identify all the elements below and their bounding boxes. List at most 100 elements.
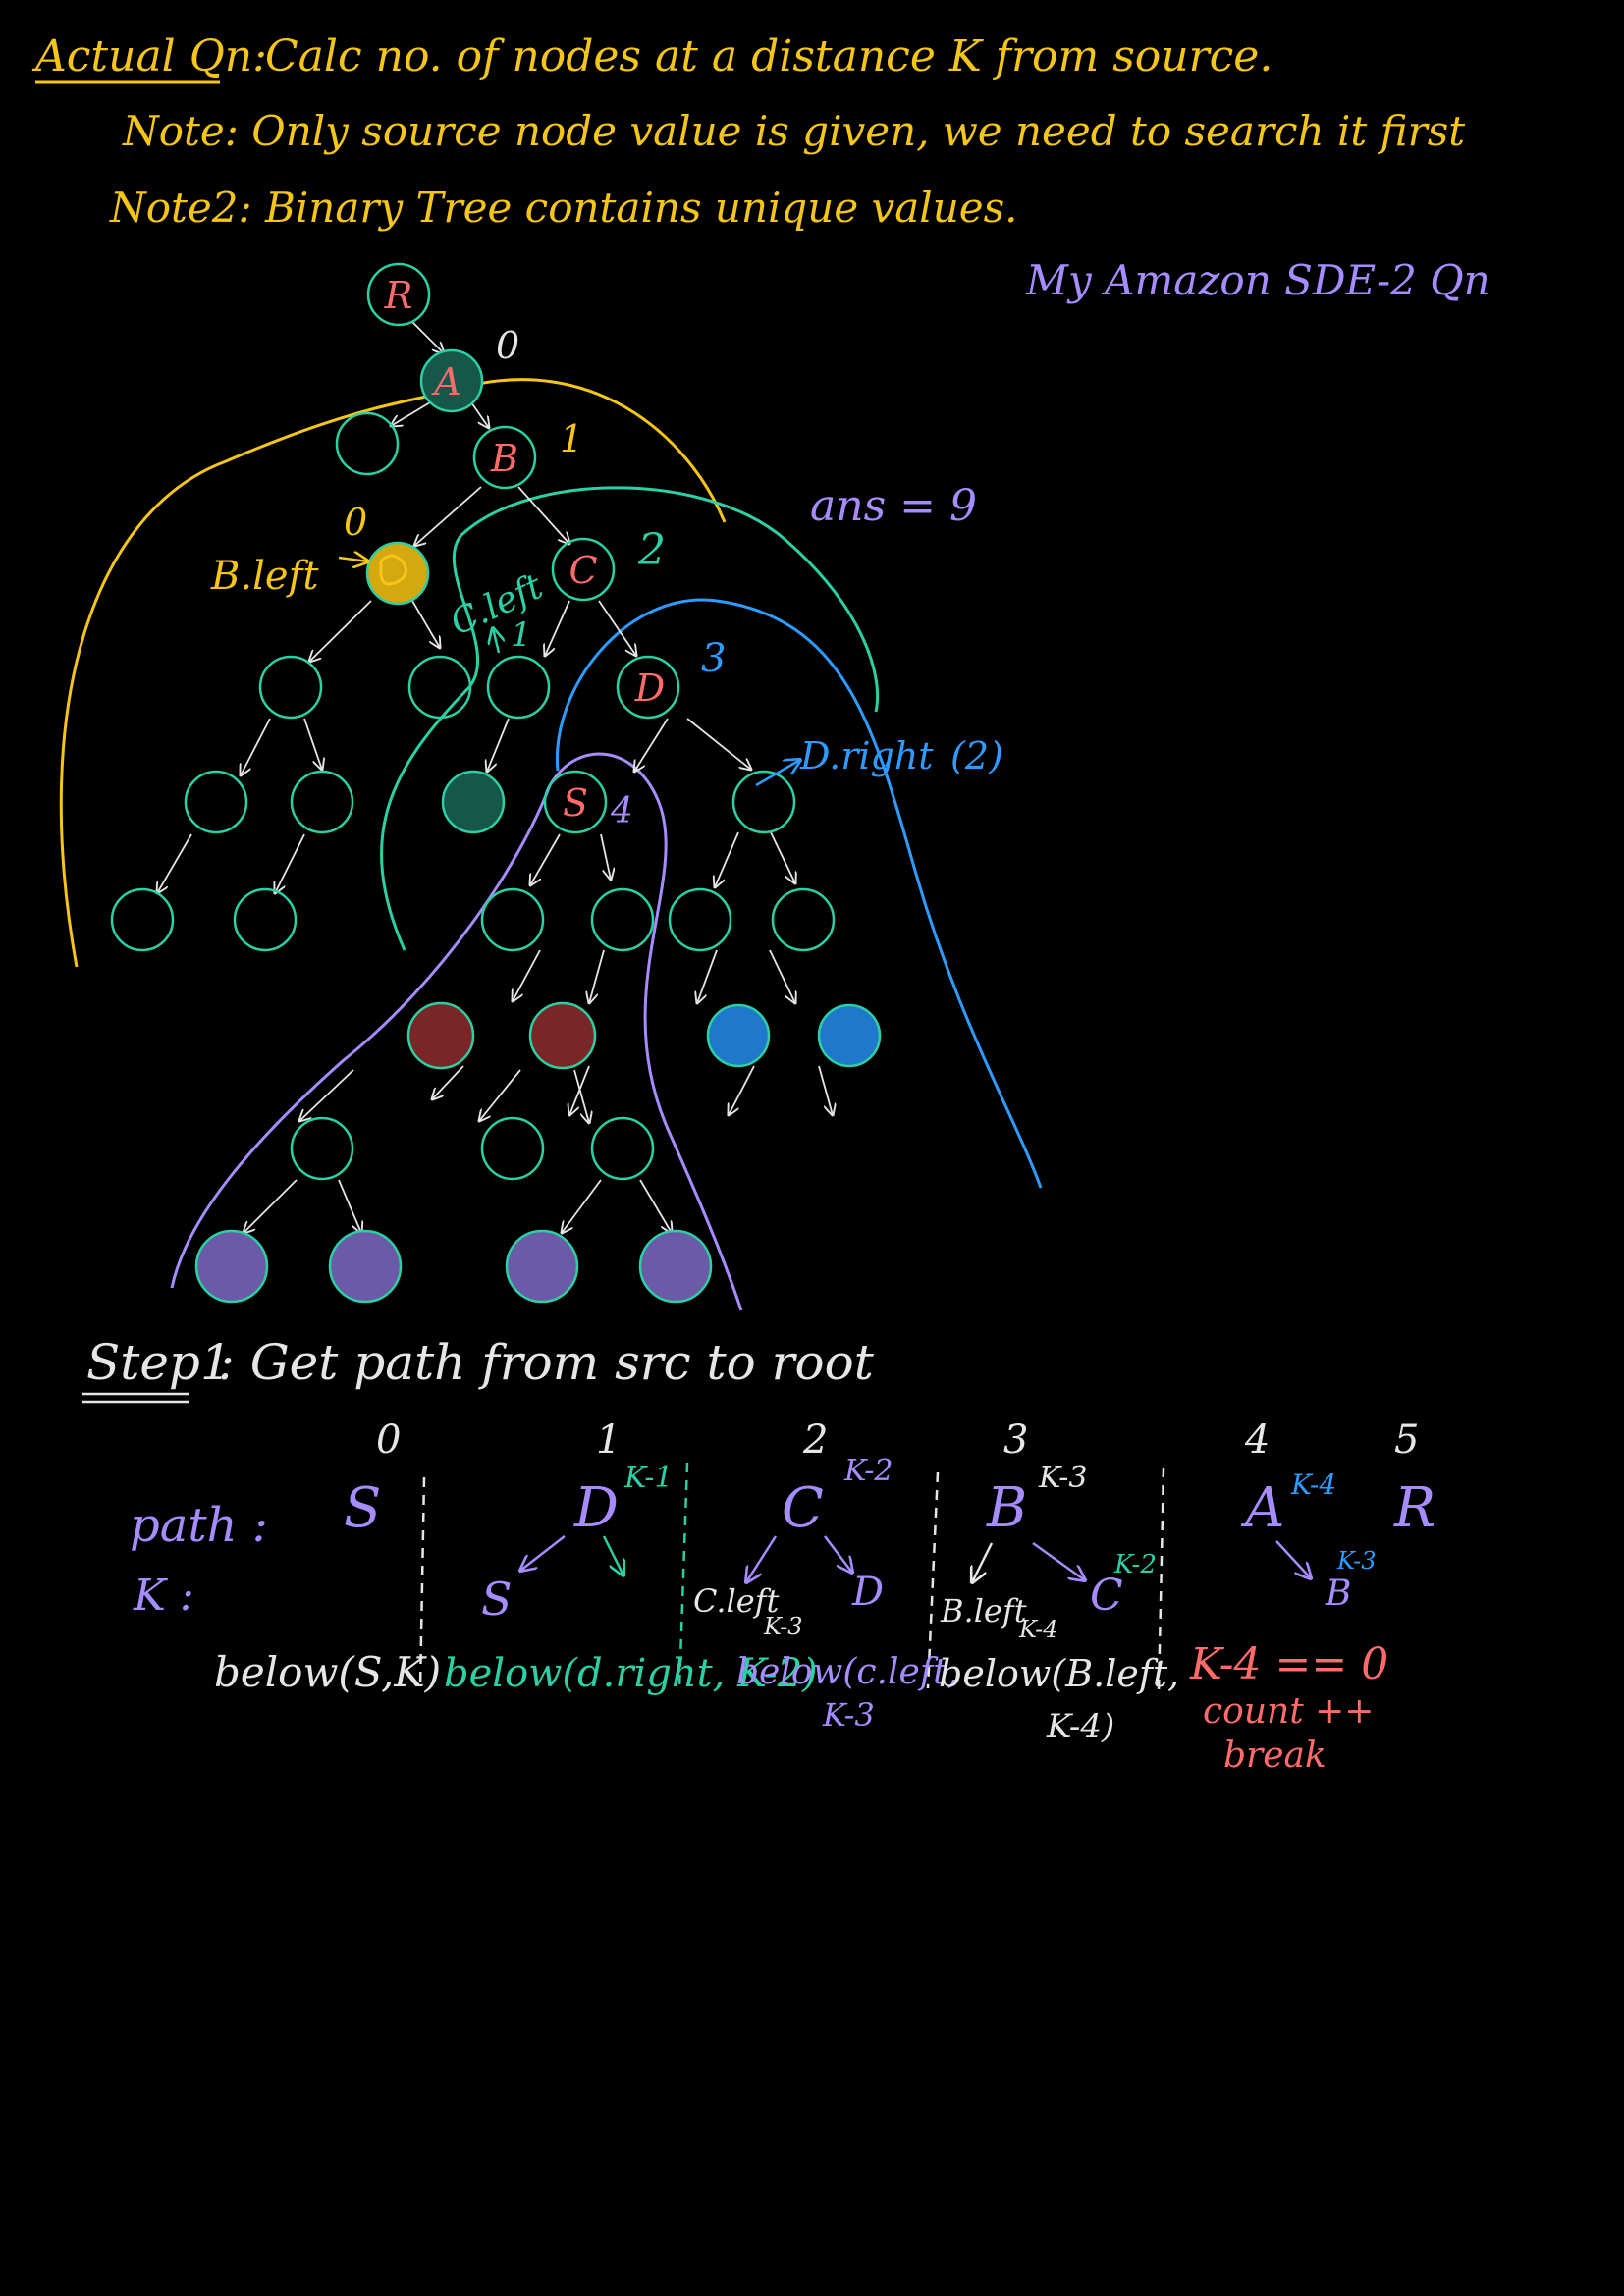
- teal-region-curve: [380, 486, 880, 951]
- d-right-label: D.right: [799, 734, 934, 777]
- k-expr-d: K-1: [623, 1461, 673, 1495]
- index-1: 1: [596, 1417, 621, 1463]
- node-blue-1: [706, 1003, 771, 1068]
- d-right-dist: (2): [950, 734, 1003, 777]
- final-count: count ++: [1203, 1691, 1374, 1732]
- call-b-2: K-4): [1046, 1707, 1114, 1746]
- path-node-b: B: [986, 1476, 1027, 1540]
- c-left-k: K-3: [763, 1613, 803, 1640]
- node-l3-a: [184, 770, 248, 834]
- index-5: 5: [1394, 1417, 1419, 1463]
- d-right-arrow-step: [602, 1535, 623, 1575]
- node-d-right: [731, 770, 796, 834]
- node-b: [472, 425, 537, 490]
- step1-title: : Get path from src to root: [218, 1334, 875, 1391]
- yellow-scribble: [379, 554, 408, 586]
- node-maroon-1: [406, 1001, 475, 1070]
- b-right-child: C: [1090, 1571, 1123, 1621]
- heading: Actual Qn: Calc no. of nodes at a distan…: [31, 31, 1465, 232]
- node-blue-2: [817, 1003, 882, 1068]
- k-expr-b: K-3: [1038, 1461, 1087, 1495]
- node-l6-c: [590, 1116, 655, 1181]
- tree-nodes: R A B C D S: [110, 262, 882, 1304]
- c-left-label: C.left: [445, 566, 550, 644]
- path-node-a: A: [1240, 1476, 1284, 1540]
- node-dr-left: [668, 887, 732, 952]
- node-a-left: [335, 411, 400, 476]
- dist-s: 4: [610, 791, 633, 831]
- node-s: [543, 770, 608, 834]
- blue-region-curve: [555, 598, 1043, 1189]
- final-break: break: [1223, 1735, 1326, 1776]
- node-leaf-3: [505, 1229, 579, 1304]
- step1-section: Step1 : Get path from src to root 0 1 2 …: [82, 1334, 1435, 1776]
- a-right-k: K-3: [1336, 1547, 1377, 1575]
- c-left-child: C.left: [693, 1582, 780, 1620]
- c-right-arrow-step: [824, 1535, 852, 1573]
- k-expr-c: K-2: [843, 1454, 893, 1488]
- column-separators: [418, 1462, 1165, 1694]
- dist-c-left: 1: [511, 615, 532, 655]
- index-3: 3: [1003, 1417, 1028, 1463]
- call-c-2: K-3: [822, 1696, 875, 1734]
- a-right-child: B: [1325, 1574, 1351, 1614]
- b-left-label: B.left: [210, 554, 319, 599]
- answer-label: ans = 9: [810, 481, 977, 531]
- node-l3-b: [290, 770, 354, 834]
- a-right-arrow-step: [1275, 1540, 1311, 1578]
- node-blr-left: [258, 655, 323, 720]
- b-left-arrow: [338, 558, 368, 561]
- node-d: [616, 655, 680, 720]
- index-0: 0: [376, 1417, 401, 1463]
- d-right-arrow: [755, 760, 800, 787]
- node-c: [551, 537, 616, 602]
- node-c-label: C: [568, 549, 597, 592]
- tree-annotations: 0 1 0 B.left 2 C.left 1 3 4 D.right (2) …: [210, 324, 1003, 831]
- yellow-region-curve: [59, 378, 727, 968]
- note-1: Note: Only source node value is given, w…: [122, 107, 1465, 155]
- node-d-label: D: [634, 667, 665, 710]
- path-node-c: C: [782, 1476, 824, 1540]
- node-blr-right: [407, 655, 472, 720]
- call-s: below(S,K): [214, 1648, 441, 1696]
- node-b-left: [365, 541, 430, 606]
- index-4: 4: [1244, 1417, 1270, 1463]
- node-s-right: [590, 887, 655, 952]
- b-left-child: B.left: [940, 1592, 1027, 1629]
- k-expr-a: K-4: [1290, 1468, 1336, 1501]
- k-label: K :: [133, 1571, 194, 1621]
- node-s-left: [480, 887, 545, 952]
- node-l6-a: [290, 1116, 354, 1181]
- b-right-arrow-step: [1032, 1541, 1085, 1580]
- b-right-k: K-2: [1113, 1550, 1157, 1579]
- c-right-child: D: [851, 1570, 884, 1615]
- node-c-left: [486, 655, 551, 720]
- step1-prefix: Step1: [86, 1334, 232, 1391]
- note-2: Note2: Binary Tree contains unique value…: [109, 184, 1018, 232]
- node-r-label: R: [384, 274, 413, 317]
- node-s-label: S: [563, 781, 588, 825]
- node-a-label: A: [431, 360, 460, 403]
- node-a: [419, 348, 484, 413]
- path-node-r: R: [1393, 1476, 1435, 1540]
- dist-b-left: 0: [344, 501, 367, 544]
- call-d: below(d.right, K-2): [444, 1651, 818, 1696]
- node-maroon-2: [528, 1001, 597, 1070]
- node-l4-b: [233, 887, 298, 952]
- node-leaf-1: [194, 1229, 269, 1304]
- d-left-arrow: [520, 1535, 566, 1571]
- purple-region-curve: [170, 752, 743, 1311]
- b-left-arrow-step: [972, 1542, 994, 1582]
- amazon-tag: My Amazon SDE-2 Qn: [1025, 256, 1490, 304]
- final-cond: K-4 == 0: [1189, 1639, 1388, 1689]
- b-left-k: K-4: [1018, 1616, 1058, 1643]
- heading-question: Calc no. of nodes at a distance K from s…: [265, 31, 1272, 81]
- index-2: 2: [802, 1417, 828, 1463]
- node-r: [366, 262, 431, 327]
- heading-prefix: Actual Qn:: [31, 31, 267, 81]
- c-left-arrow-step: [746, 1535, 778, 1582]
- path-node-s: S: [344, 1476, 381, 1540]
- call-c-1: below(c.left,: [736, 1652, 958, 1692]
- node-dr-right: [771, 887, 836, 952]
